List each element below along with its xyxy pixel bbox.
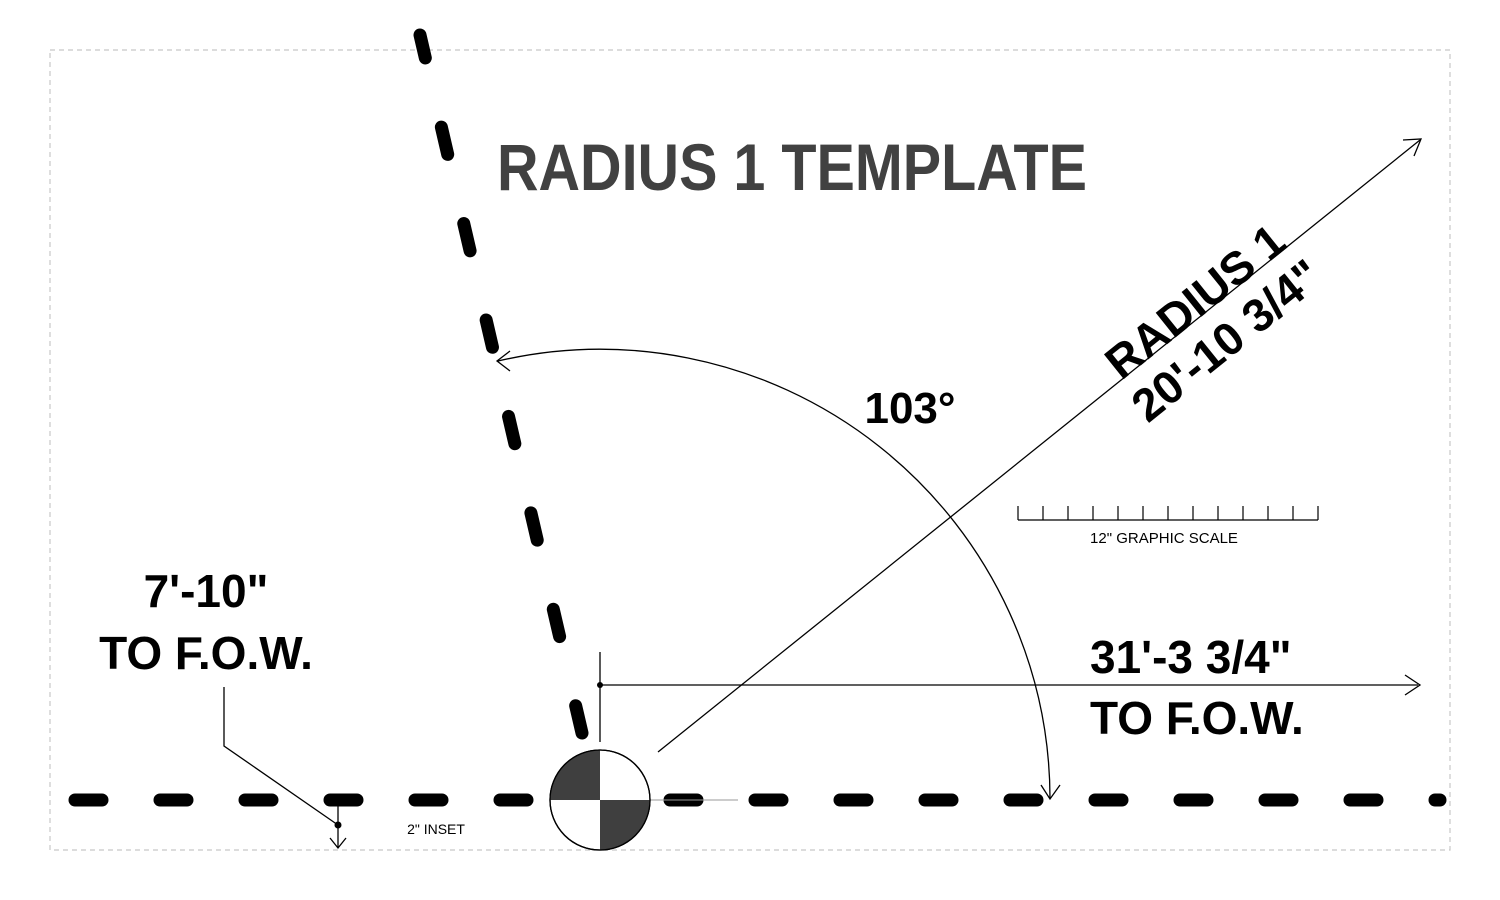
target-quadrant-bottom-right [600, 800, 650, 850]
inset-note: 2" INSET [407, 821, 465, 837]
right-dimension-label: TO F.O.W. [1090, 692, 1304, 744]
radius-dimension-line [657, 139, 1421, 753]
radius-arrowhead [1402, 138, 1422, 157]
left-leader-line [223, 687, 339, 826]
left-leader-arrowhead [329, 837, 347, 850]
graphic-scale-ticks [1017, 506, 1319, 520]
right-dimension-value: 31'-3 3/4" [1090, 631, 1292, 683]
left-dimension-label: TO F.O.W. [99, 627, 313, 679]
angled-wall-dashed-line [413, 28, 589, 740]
left-dimension-value: 7'-10" [144, 565, 269, 617]
angle-arc-arrowhead-bottom [1040, 784, 1061, 801]
origin-target-icon [549, 749, 738, 851]
angle-arc-arrowhead-top [495, 350, 511, 372]
angle-arc [497, 348, 1051, 799]
horizontal-arrowhead [1404, 674, 1422, 696]
target-quadrant-top-left [550, 750, 600, 800]
dashed-border [49, 49, 1451, 851]
angle-label: 103° [864, 384, 955, 433]
graphic-scale: 12" GRAPHIC SCALE [1017, 506, 1319, 547]
template-title: RADIUS 1 TEMPLATE [497, 130, 1087, 204]
graphic-scale-label: 12" GRAPHIC SCALE [1090, 530, 1238, 547]
